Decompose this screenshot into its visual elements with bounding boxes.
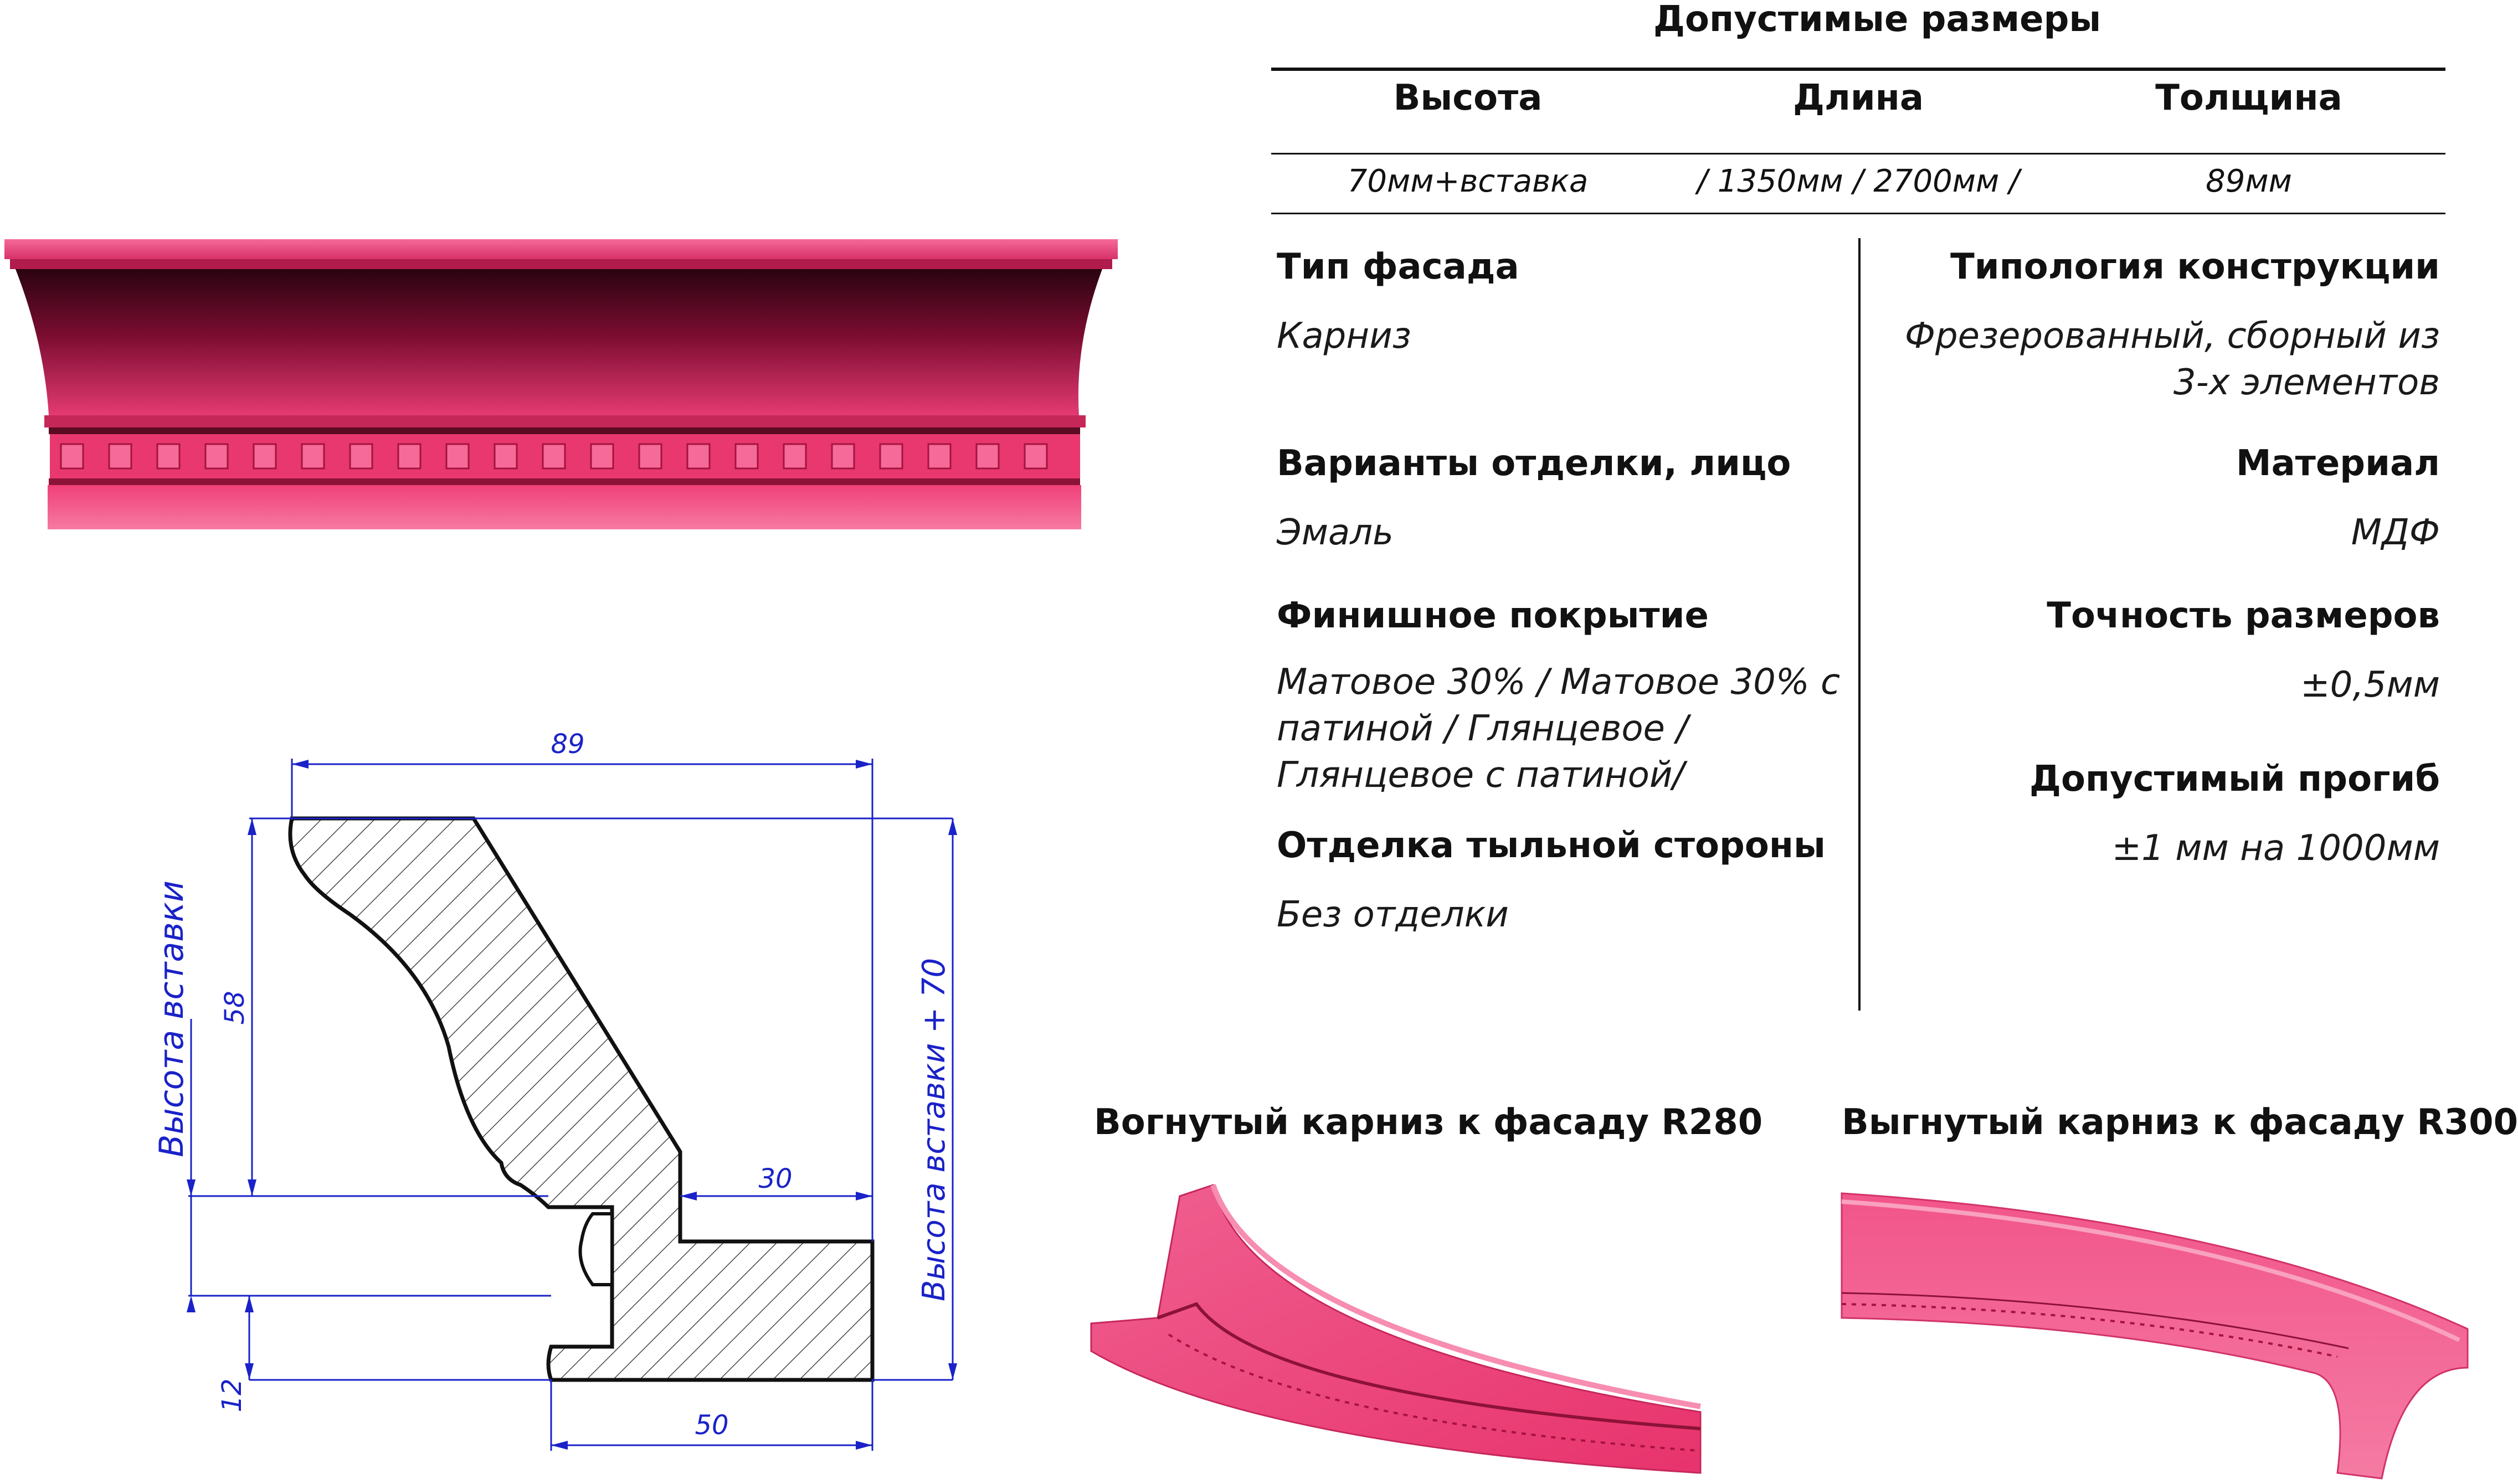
dim-30: 30 — [758, 1163, 792, 1194]
dentil-block — [590, 443, 614, 470]
dentil-block — [494, 443, 518, 470]
table-title: Допустимые размеры — [1653, 0, 2101, 40]
dentil-block — [542, 443, 566, 470]
spec-label-top-coat: Финишное покрытие — [1277, 595, 1709, 636]
cornice-render — [4, 239, 1118, 529]
dentil-block — [783, 443, 807, 470]
dentil-block — [156, 443, 181, 470]
dentil-block — [1024, 443, 1048, 470]
spec-label-back-finish: Отделка тыльной стороны — [1277, 825, 1826, 866]
spec-value-deflection: ±1 мм на 1000мм — [2111, 828, 2440, 869]
dentil-block — [975, 443, 1000, 470]
dentil-block — [204, 443, 229, 470]
dentil-block — [108, 443, 132, 470]
column-value-thickness: 89мм — [2206, 163, 2292, 199]
dentil-block — [253, 443, 277, 470]
dentil-block — [879, 443, 903, 470]
dentil-block — [831, 443, 855, 470]
dentil-block — [349, 443, 373, 470]
dentil-block — [734, 443, 759, 470]
spec-label-construction: Типология конструкции — [1950, 246, 2440, 287]
dentil-block — [445, 443, 470, 470]
spec-label-tolerance: Точность размеров — [2047, 595, 2440, 636]
profile-drawing: 89 58 30 12 50 Высота вставки Высота вст… — [152, 729, 957, 1451]
column-header-length: Длина — [1792, 78, 1924, 118]
spec-value-finish-face: Эмаль — [1277, 512, 1394, 553]
spec-value-facade-type: Карниз — [1277, 316, 1411, 357]
spec-value-tolerance: ±0,5мм — [2300, 664, 2440, 705]
dim-50: 50 — [695, 1410, 728, 1441]
dim-12: 12 — [217, 1378, 248, 1412]
specs-divider — [1858, 238, 1861, 1011]
dentil-block — [60, 443, 84, 470]
spec-value-construction: Фрезерованный, сборный из 3-х элементов — [1904, 316, 2440, 403]
label-insert-height: Высота вставки — [152, 880, 191, 1157]
caption-concave: Вогнутый карниз к фасаду R280 — [1094, 1102, 1763, 1143]
concave-cornice-render — [1090, 1184, 1702, 1474]
label-insert-height-plus-70: Высота вставки + 70 — [916, 958, 952, 1301]
dentil-block — [638, 443, 662, 470]
spec-label-facade-type: Тип фасада — [1277, 246, 1519, 287]
dim-89: 89 — [551, 729, 584, 760]
dim-58: 58 — [219, 991, 250, 1024]
dentil-block — [927, 443, 952, 470]
spec-value-top-coat: Матовое 30% / Матовое 30% с патиной / Гл… — [1277, 662, 1841, 796]
spec-label-material: Материал — [2236, 443, 2440, 484]
table-mid-rule — [1271, 153, 2445, 154]
spec-label-finish-face: Варианты отделки, лицо — [1277, 443, 1791, 484]
column-value-length: / 1350мм / 2700мм / — [1697, 163, 2019, 199]
dentil-block — [397, 443, 422, 470]
dentil-block — [301, 443, 325, 470]
dentil-block — [686, 443, 711, 470]
convex-cornice-render — [1841, 1192, 2469, 1480]
caption-convex: Выгнутый карниз к фасаду R300 — [1842, 1102, 2518, 1143]
table-top-rule — [1271, 68, 2445, 71]
column-header-height: Высота — [1393, 78, 1543, 118]
column-header-thickness: Толщина — [2155, 78, 2342, 118]
column-value-height: 70мм+вставка — [1347, 163, 1589, 199]
spec-value-back-finish: Без отделки — [1277, 894, 1509, 935]
spec-value-material: МДФ — [2351, 512, 2440, 553]
spec-label-deflection: Допустимый прогиб — [2029, 759, 2440, 800]
table-bottom-rule — [1271, 213, 2445, 214]
